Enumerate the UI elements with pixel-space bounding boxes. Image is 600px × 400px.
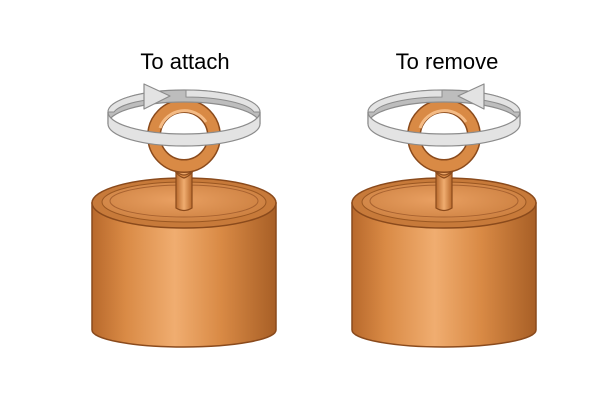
rotation-arrow-counterclockwise [367,83,521,147]
rotation-arrow-clockwise [107,83,261,147]
eyebolt-stem-right [435,171,453,212]
eyebolt-neck-left [167,159,201,179]
panel-to-remove [351,83,537,348]
eyebolt-ring-highlight-right [418,109,468,129]
magnet-body-right [351,202,537,348]
caption-to-remove: To remove [395,49,499,74]
arrow-band-top-right-left [185,89,261,113]
panel-to-attach [91,83,277,348]
arrow-band-top-left-right [367,89,443,113]
arrow-band-top-right-right [481,92,521,113]
arrow-band-front-left [107,111,261,147]
arrow-head-right [457,83,485,110]
eyebolt-stem-left [175,171,193,212]
arrow-head-left [143,83,171,110]
arrow-band-front-right [367,111,521,147]
eyebolt-ring-highlight-left [158,109,208,129]
magnet-body-left [91,202,277,348]
eyebolt-neck-right [427,159,461,179]
caption-to-attach: To attach [140,49,230,74]
